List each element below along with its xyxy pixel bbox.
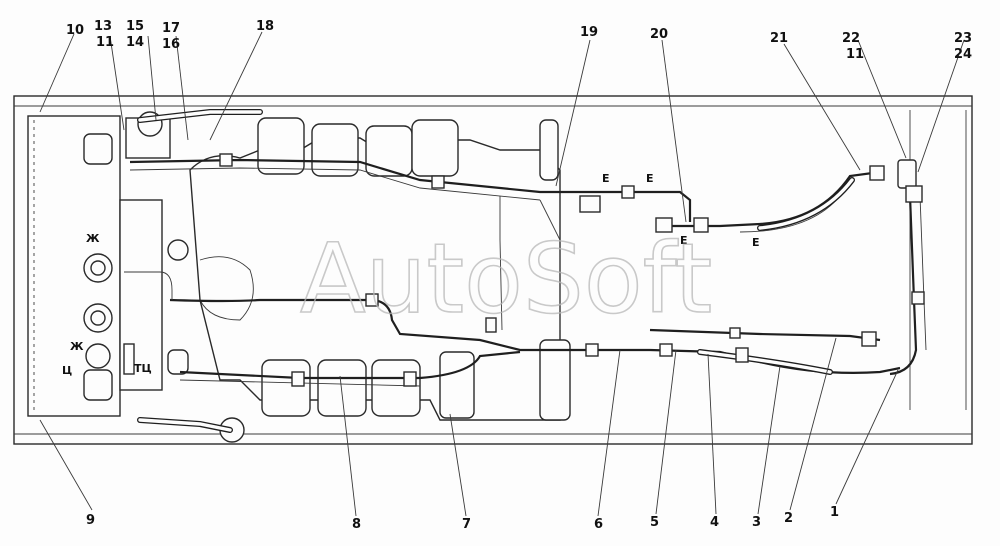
callout-13: 13 — [94, 19, 112, 34]
callout-21: 21 — [770, 31, 788, 46]
callout-11-right: 11 — [846, 47, 864, 62]
callout-22: 22 — [842, 31, 860, 46]
callout-10: 10 — [66, 23, 84, 38]
callout-4: 4 — [710, 515, 719, 530]
callout-19: 19 — [580, 25, 598, 40]
mark-ts: Ц — [62, 364, 72, 377]
fittings — [123, 153, 925, 387]
flexible-hoses — [137, 109, 855, 433]
watermark-text: AutoSoft — [300, 223, 712, 335]
engine-block — [167, 117, 571, 421]
callout-3: 3 — [752, 515, 761, 530]
callout-14: 14 — [126, 35, 144, 50]
mark-e-4: Е — [752, 236, 760, 249]
leader-lines — [39, 31, 965, 517]
callout-1: 1 — [830, 505, 839, 520]
callout-7: 7 — [462, 517, 471, 532]
callout-23: 23 — [954, 31, 972, 46]
callout-20: 20 — [650, 27, 668, 42]
callout-15: 15 — [126, 19, 144, 34]
mark-e-2: Е — [646, 172, 654, 185]
callout-9: 9 — [86, 513, 95, 528]
callout-17: 17 — [162, 21, 180, 36]
mark-e-1: Е — [602, 172, 610, 185]
callout-11-left: 11 — [96, 35, 114, 50]
callout-24: 24 — [954, 47, 972, 62]
mark-tts: ТЦ — [134, 362, 152, 375]
radiator-block — [83, 111, 245, 443]
callouts-top: 10 13 11 15 14 17 16 18 19 20 21 22 11 2… — [66, 19, 972, 62]
mark-zh-2: Ж — [70, 340, 84, 353]
mark-e-3: Е — [680, 234, 688, 247]
mark-zh-1: Ж — [86, 232, 100, 245]
callout-18: 18 — [256, 19, 274, 34]
callout-16: 16 — [162, 37, 180, 52]
callout-2: 2 — [784, 511, 793, 526]
callout-6: 6 — [594, 517, 603, 532]
callout-5: 5 — [650, 515, 659, 530]
callouts-bottom: 9 8 7 6 5 4 3 2 1 — [86, 505, 839, 532]
marking-letters: Е Е Е Е Ж Ж Ц ТЦ — [62, 172, 760, 377]
chassis-frame — [13, 95, 973, 445]
callout-8: 8 — [352, 517, 361, 532]
